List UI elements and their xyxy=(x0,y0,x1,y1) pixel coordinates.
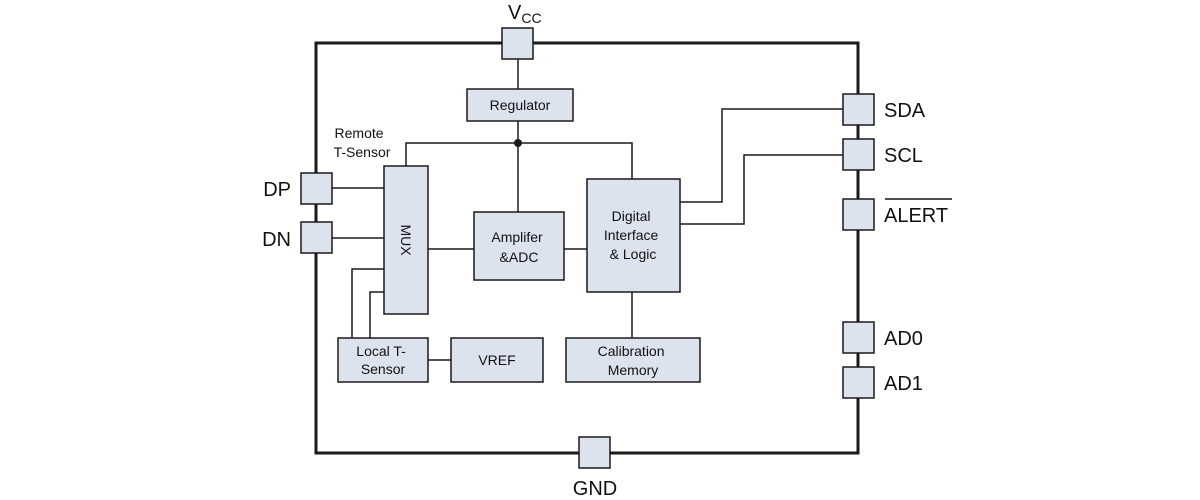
digital-label-line-1: Digital xyxy=(612,208,651,224)
alert-label: ALERT xyxy=(884,205,948,227)
ad0-pin xyxy=(842,321,875,354)
scl-pin xyxy=(842,138,875,171)
vcc-label: VCC xyxy=(508,2,542,26)
digital-label-line-3: & Logic xyxy=(610,246,657,262)
vcc-label-main: V xyxy=(508,2,522,24)
digital-interface-block xyxy=(586,178,681,293)
sda-label: SDA xyxy=(884,100,926,122)
dn-label: DN xyxy=(262,229,291,251)
gnd-label: GND xyxy=(573,478,617,500)
mux-block xyxy=(383,165,429,315)
vcc-pin xyxy=(501,27,534,60)
amplifier-label: Amplifer &ADC xyxy=(491,229,546,265)
local-sensor-label: Local T- Sensor xyxy=(356,343,409,377)
gnd-pin xyxy=(578,436,611,469)
dp-label: DP xyxy=(263,179,291,201)
regulator-block xyxy=(466,88,574,122)
remote-sensor-annotation: Remote T-Sensor xyxy=(334,125,391,160)
sda-pin xyxy=(842,93,875,126)
calibration-label-line-2: Memory xyxy=(608,362,659,378)
amplifier-label-line-1: Amplifer xyxy=(491,229,543,245)
vref-label: VREF xyxy=(478,352,515,368)
dp-pin xyxy=(300,172,333,205)
alert-pin xyxy=(842,198,875,231)
local-sensor-label-line-1: Local T- xyxy=(356,343,406,359)
digital-label-line-2: Interface xyxy=(604,227,659,243)
dn-pin xyxy=(300,221,333,254)
calibration-label-line-1: Calibration xyxy=(598,343,665,359)
remote-sensor-line-1: Remote xyxy=(335,125,384,141)
mux-label: MUX xyxy=(398,224,414,256)
regulator-label: Regulator xyxy=(490,97,551,113)
wire-power-bus xyxy=(405,142,633,179)
local-sensor-label-line-2: Sensor xyxy=(361,361,406,377)
amplifier-label-line-2: &ADC xyxy=(500,249,539,265)
digital-interface-label: Digital Interface & Logic xyxy=(604,208,662,262)
ad1-label: AD1 xyxy=(884,373,923,395)
amplifier-adc-block xyxy=(473,211,565,281)
wire-digital-sda xyxy=(680,108,843,203)
junction-dot xyxy=(514,139,522,147)
wire-digital-scl xyxy=(680,154,843,225)
calibration-memory-block xyxy=(565,337,701,383)
vref-block xyxy=(450,337,544,383)
scl-label: SCL xyxy=(884,145,923,167)
vcc-label-sub: CC xyxy=(521,10,541,26)
calibration-label: Calibration Memory xyxy=(598,343,669,378)
connection-wires xyxy=(332,59,843,361)
ad1-pin xyxy=(842,366,875,399)
ad0-label: AD0 xyxy=(884,328,923,350)
remote-sensor-line-2: T-Sensor xyxy=(334,144,391,160)
local-t-sensor-block xyxy=(337,337,429,383)
wire-local-mux-inner xyxy=(369,291,384,338)
wire-local-mux-outer xyxy=(351,268,384,338)
